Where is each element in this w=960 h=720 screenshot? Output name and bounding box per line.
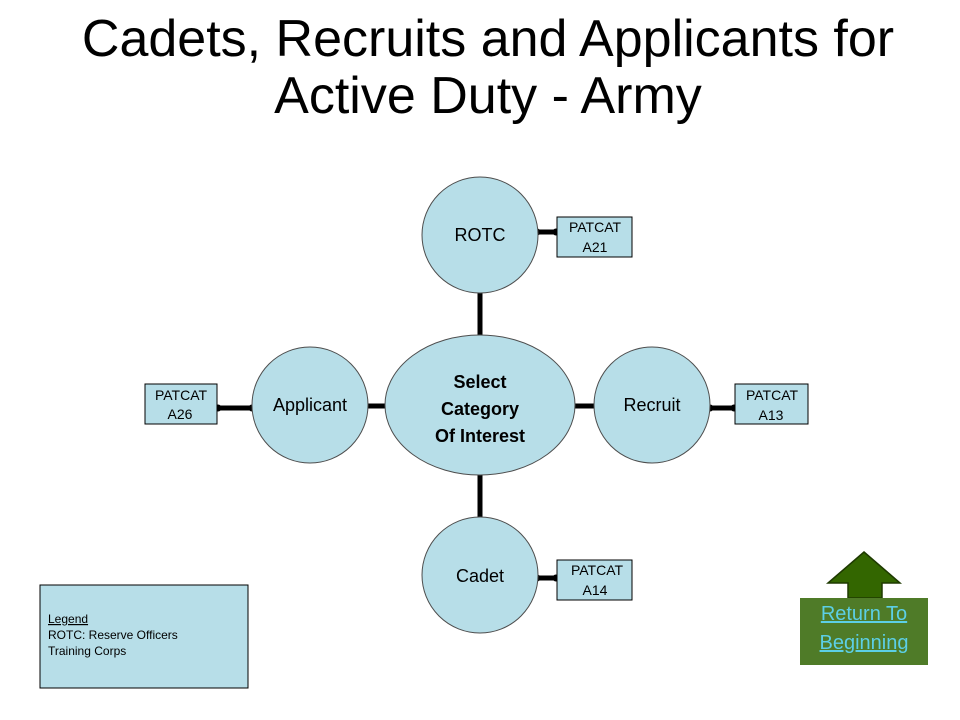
center-node: Select Category Of Interest [384,334,576,476]
center-ellipse [384,334,576,476]
patcat-rect [144,383,218,425]
patcat-label: PATCAT [746,387,799,403]
node-circle [421,176,539,294]
return-button-label-line-1: Return To [821,603,907,625]
center-label-line-2: Category [441,399,519,419]
node-cadet[interactable]: Cadet [421,516,539,634]
node-rotc[interactable]: ROTC [421,176,539,294]
node-label-rotc: ROTC [455,225,506,245]
return-button-box [800,598,928,665]
legend-box: Legend ROTC: Reserve Officers Training C… [39,584,249,689]
node-circle [251,346,369,464]
return-button-label-line-2: Beginning [820,632,909,654]
node-circle [593,346,711,464]
patcat-box-rotc: PATCAT A21 [556,216,633,258]
connector-recruit-patcat [706,404,738,412]
title-line-1: Cadets, Recruits and Applicants for [82,10,894,68]
patcat-code: A14 [583,582,608,598]
legend-heading: Legend [48,612,88,626]
node-circle [421,516,539,634]
legend-rect [39,584,249,689]
patcat-box-recruit: PATCAT A13 [734,383,809,425]
patcat-code: A26 [168,406,193,422]
node-label-cadet: Cadet [456,566,504,586]
patcat-code: A21 [583,239,608,255]
patcat-label: PATCAT [571,562,624,578]
node-label-recruit: Recruit [623,395,680,415]
center-label-line-3: Of Interest [435,426,525,446]
node-applicant[interactable]: Applicant [251,346,369,464]
node-label-applicant: Applicant [273,395,347,415]
patcat-rect [556,559,633,601]
patcat-box-cadet: PATCAT A14 [556,559,633,601]
connector-applicant-patcat [214,404,256,412]
center-label-line-1: Select [453,372,506,392]
slide-title: Cadets, Recruits and Applicants for Acti… [82,10,894,125]
legend-line-1: ROTC: Reserve Officers [48,628,178,642]
patcat-label: PATCAT [155,387,208,403]
patcat-rect [556,216,633,258]
patcat-box-applicant: PATCAT A26 [144,383,218,425]
patcat-code: A13 [759,407,784,423]
return-to-beginning-button[interactable]: Return To Beginning [800,551,928,665]
up-arrow-icon [825,551,903,599]
title-line-2: Active Duty - Army [274,67,702,125]
node-recruit[interactable]: Recruit [593,346,711,464]
legend-line-2: Training Corps [48,644,126,658]
patcat-rect [734,383,809,425]
patcat-label: PATCAT [569,219,622,235]
